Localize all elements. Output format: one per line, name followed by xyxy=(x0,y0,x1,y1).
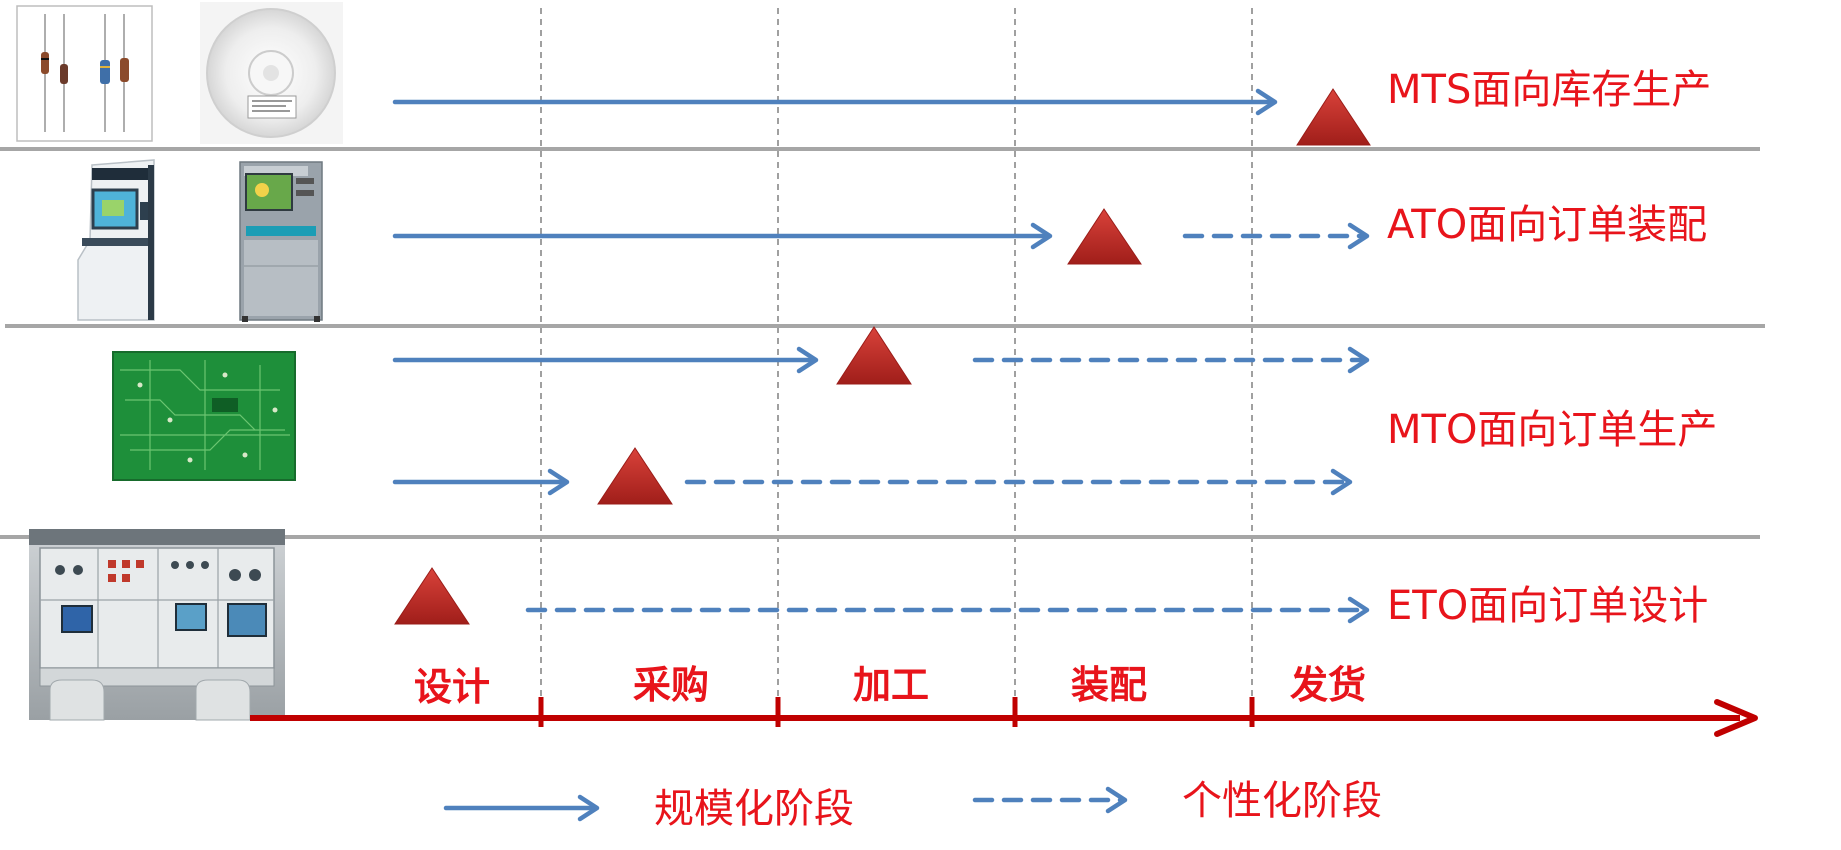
stage-label-purchase: 采购 xyxy=(633,663,709,707)
flow-arrows xyxy=(392,88,1370,624)
mto-lower-decoupling-triangle xyxy=(597,447,673,505)
decoupling-points xyxy=(394,88,1371,625)
mto-lower-custom-arrow-head xyxy=(1330,468,1353,496)
legend-solid-arrow-head xyxy=(577,794,600,822)
legend-solid-label: 规模化阶段 xyxy=(654,786,854,832)
row-dividers xyxy=(0,147,1765,539)
mto-upper-decoupling-triangle xyxy=(836,326,912,385)
payment-kiosk-image xyxy=(239,161,323,322)
stage-label-processing: 加工 xyxy=(853,663,929,707)
control-console-image xyxy=(29,529,285,721)
timeline-arrow-head xyxy=(1714,699,1758,737)
strategy-label-ato: ATO面向订单装配 xyxy=(1387,202,1707,248)
eto-decoupling-triangle xyxy=(394,567,470,625)
ato-scale-arrow-head xyxy=(1030,222,1053,250)
pcb-board-image xyxy=(112,351,296,481)
mto-lower-scale-arrow-head xyxy=(547,468,570,496)
ato-decoupling-triangle xyxy=(1067,208,1142,265)
mto-upper-custom-arrow-head xyxy=(1347,346,1370,374)
smd-component-reel-image xyxy=(200,2,343,144)
strategy-label-mts: MTS面向库存生产 xyxy=(1387,67,1711,113)
stage-label-design: 设计 xyxy=(414,665,490,709)
stage-label-shipping: 发货 xyxy=(1290,663,1366,707)
legend-dashed-label: 个性化阶段 xyxy=(1182,778,1382,824)
resistor-components-image xyxy=(16,5,153,142)
mts-scale-arrow-head xyxy=(1255,88,1278,116)
mto-upper-scale-arrow-head xyxy=(796,346,819,374)
legend: 规模化阶段 个性化阶段 xyxy=(443,778,1382,832)
mts-decoupling-triangle xyxy=(1296,88,1371,146)
eto-custom-arrow-head xyxy=(1347,596,1370,624)
stage-grid-lines xyxy=(540,8,1253,720)
stage-label-assembly: 装配 xyxy=(1071,663,1147,707)
process-timeline xyxy=(250,697,1758,737)
registration-kiosk-image xyxy=(77,159,155,321)
strategy-label-mto: MTO面向订单生产 xyxy=(1387,407,1717,453)
ato-custom-arrow-head xyxy=(1347,222,1370,250)
strategy-label-eto: ETO面向订单设计 xyxy=(1387,583,1708,629)
legend-dashed-arrow-head xyxy=(1105,786,1128,814)
